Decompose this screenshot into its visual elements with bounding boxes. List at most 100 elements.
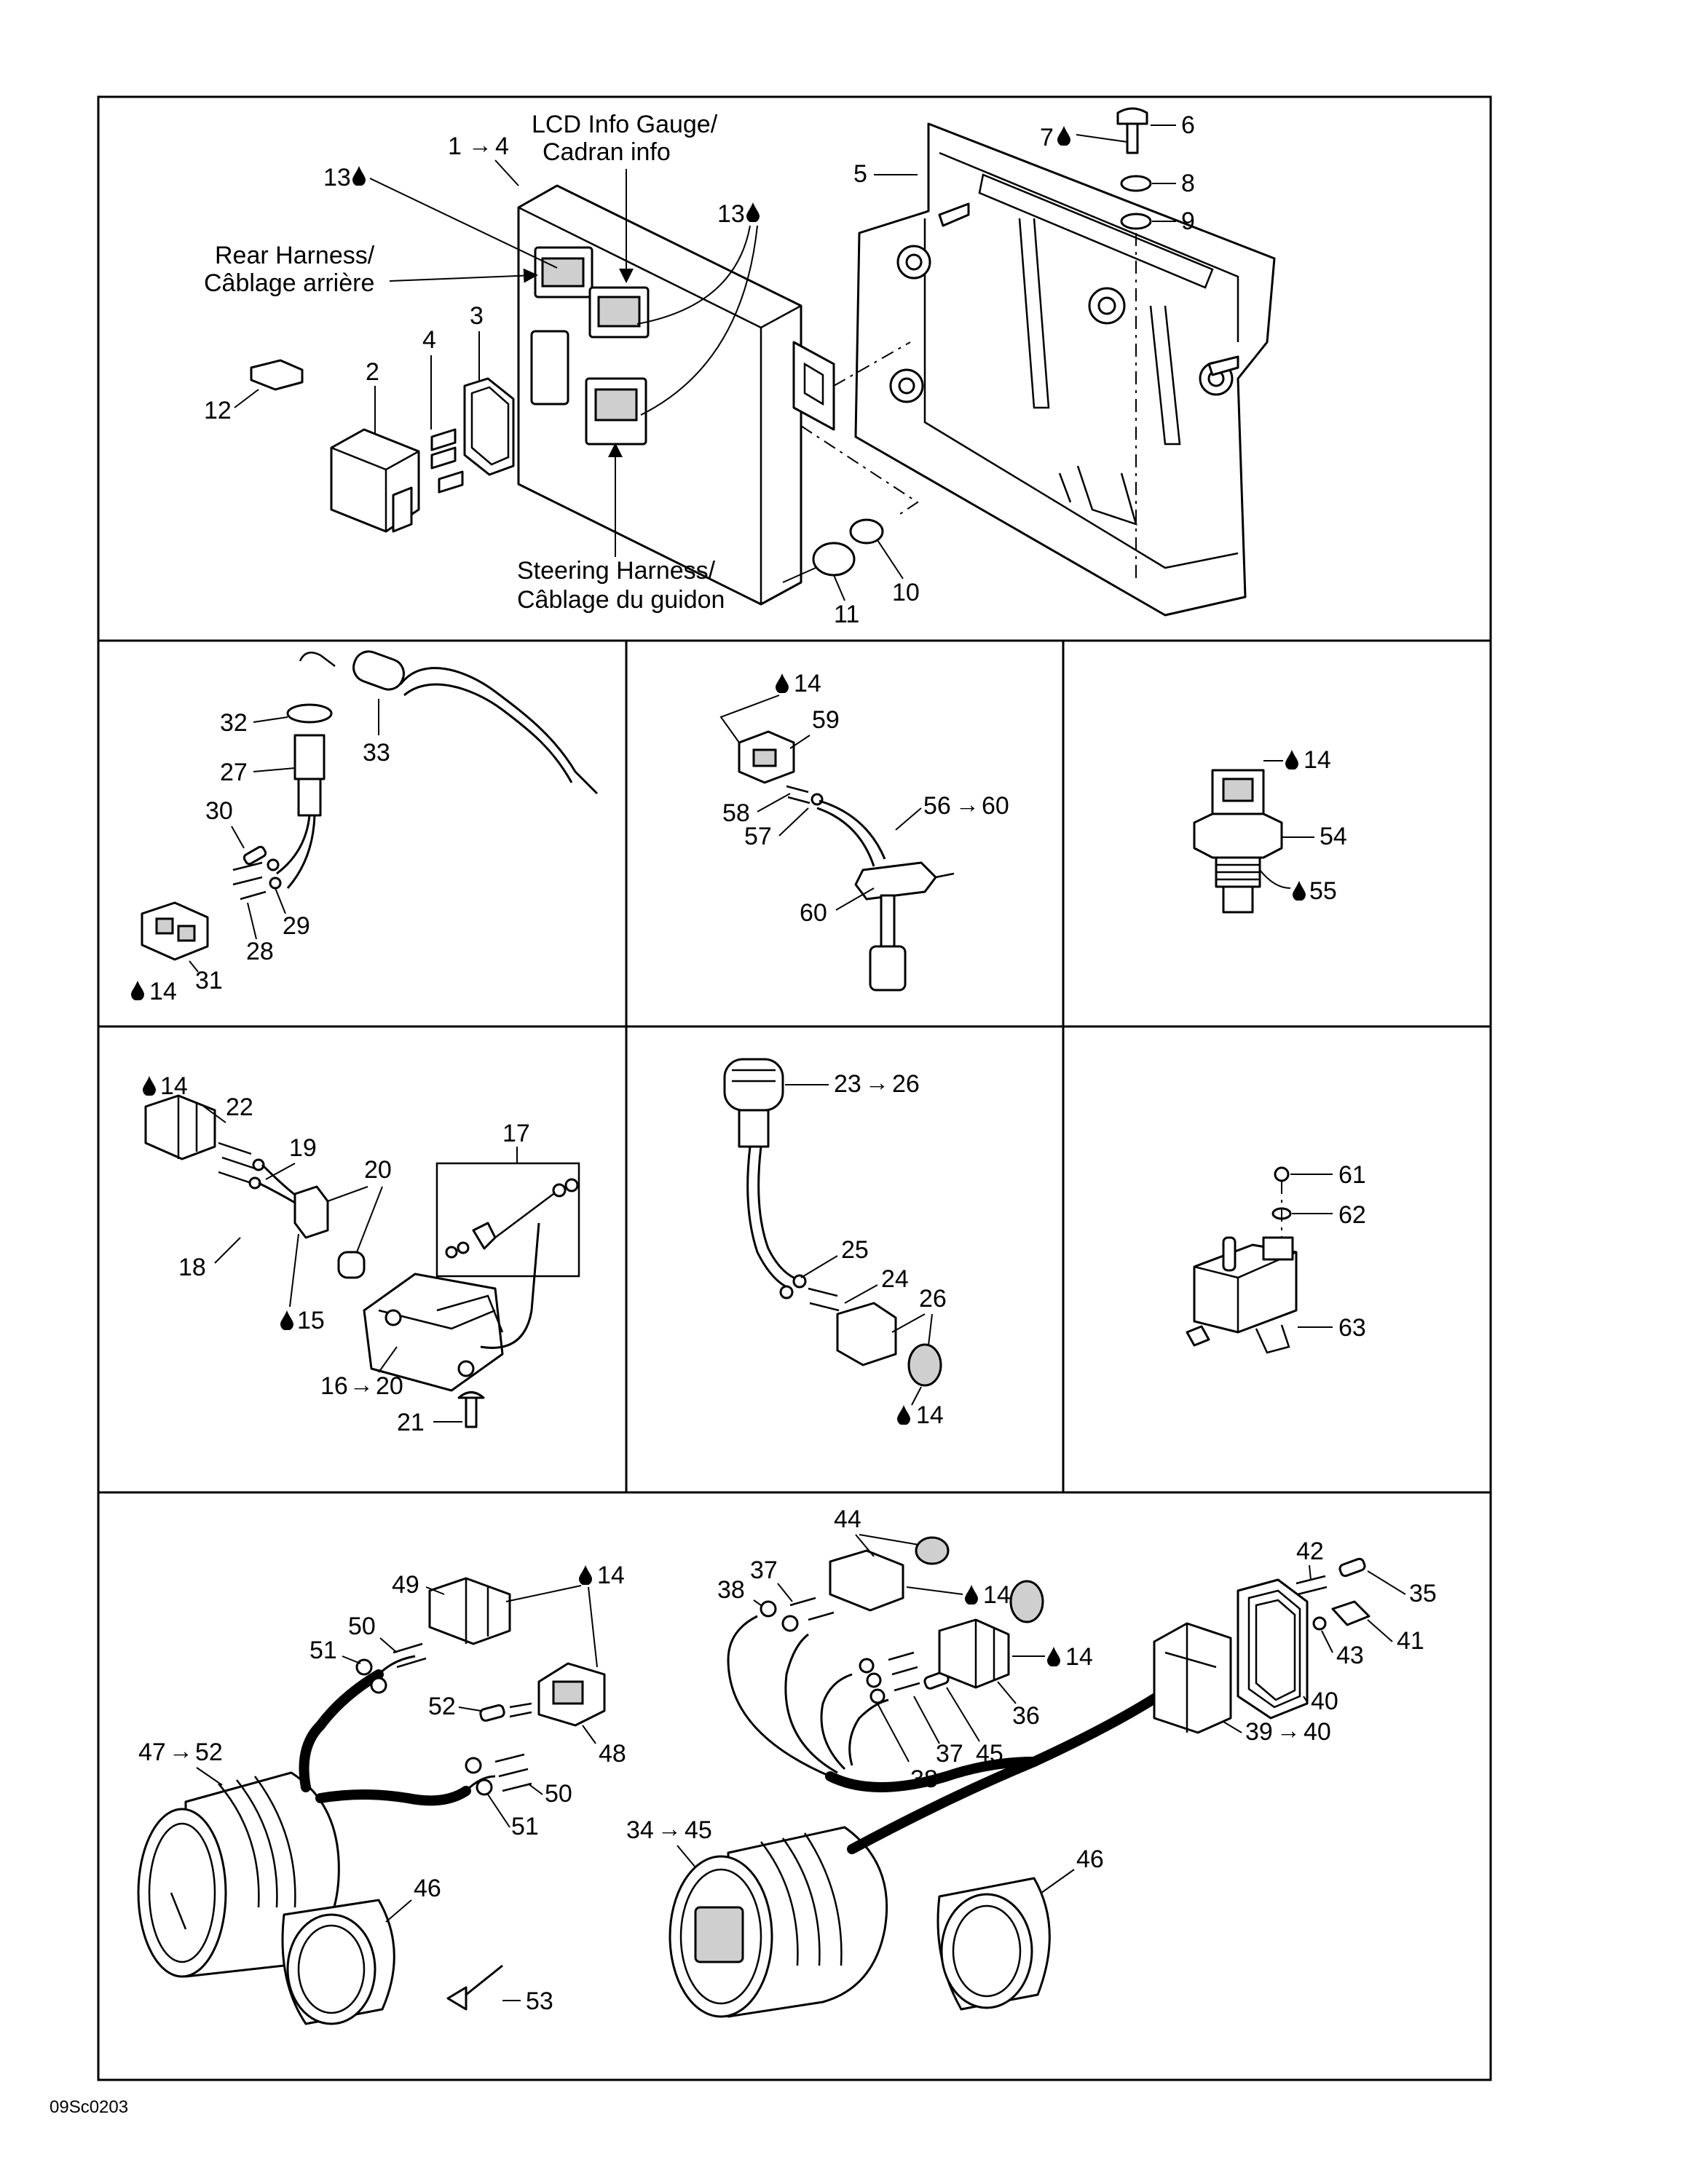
callout-label: 24 — [881, 1265, 909, 1293]
callout-label: 1 — [448, 132, 462, 160]
connector-part-36 — [938, 1618, 1010, 1689]
callout-label: 58 — [722, 799, 750, 827]
callout-label: 46 — [1076, 1845, 1104, 1873]
mounting-bracket — [854, 122, 1276, 617]
callout-label: 33 — [363, 739, 390, 767]
callout-label: 45 — [976, 1740, 1003, 1768]
callout-label: 40 — [1311, 1688, 1338, 1715]
switch-body-part-27 — [293, 734, 326, 780]
lanyard-cap-part-33 — [352, 650, 405, 691]
range-arrow-icon: → — [350, 1371, 374, 1398]
callout-label: 59 — [812, 706, 840, 734]
range-arrow-icon: → — [468, 131, 492, 158]
callout-label: 31 — [195, 967, 223, 994]
sensor-body-part-54 — [1193, 812, 1283, 859]
panel-solenoid-valve: 61 62 63 — [1186, 1161, 1366, 1354]
callout-label: 13 — [717, 200, 745, 228]
cap-part-20 — [337, 1251, 366, 1279]
range-arrow-icon: → — [169, 1737, 193, 1764]
callout-label: 14 — [1304, 746, 1331, 774]
callout-label: 60 — [982, 792, 1009, 820]
fluid-drop-icon — [965, 1585, 978, 1605]
panel-module-bracket: 1 → 4 LCD Info Gauge/ Cadran info 13 13 … — [204, 107, 1276, 628]
callout-label: 45 — [685, 1816, 712, 1844]
callout-label: 39 — [1245, 1718, 1273, 1746]
callout-range-34-45: 34 → 45 — [626, 1815, 712, 1868]
callout-14: 14 — [143, 1072, 188, 1100]
panel-frames — [97, 95, 1492, 2081]
callout-label: 51 — [309, 1637, 337, 1664]
callout-7: 7 — [1040, 124, 1128, 151]
relay-part-2 — [330, 428, 420, 533]
callout-label: 55 — [1309, 877, 1337, 905]
callout-label: 37 — [750, 1556, 778, 1584]
callout-label: 8 — [1181, 170, 1195, 197]
steering-harness-label-line1: Steering Harness/ — [517, 557, 716, 585]
callout-label: 63 — [1338, 1314, 1366, 1342]
callout-label: 49 — [392, 1571, 419, 1599]
callout-label: 56 — [923, 792, 951, 820]
callout-label: 30 — [205, 797, 233, 825]
valve-body-part-63 — [1193, 1243, 1298, 1334]
housing-part-31 — [141, 901, 209, 961]
callout-14: 14 — [897, 1386, 944, 1429]
fluid-drop-icon — [1047, 1647, 1060, 1666]
callout-range-39-40: 39 → 40 — [1223, 1717, 1331, 1746]
callout-14: 14 — [1263, 746, 1331, 774]
figure-code: 09Sc0203 — [50, 2097, 128, 2117]
callout-label: 4 — [495, 132, 509, 160]
fluid-drop-icon — [352, 166, 366, 186]
range-arrow-icon: → — [658, 1815, 682, 1842]
callout-label: 57 — [744, 823, 772, 850]
seal-part-43 — [1312, 1616, 1327, 1631]
callout-label: 11 — [834, 601, 859, 628]
callout-label: 27 — [220, 759, 248, 786]
callout-label: 4 — [422, 326, 436, 354]
fuses-part-4 — [430, 428, 464, 494]
callout-15: 15 — [280, 1233, 325, 1334]
callout-label: 50 — [348, 1613, 376, 1640]
fluid-drop-icon — [1057, 126, 1070, 146]
fluid-drop-icon — [776, 673, 789, 693]
callout-label: 25 — [841, 1236, 869, 1264]
washer-part-8 — [1120, 175, 1152, 192]
callout-label: 52 — [195, 1738, 223, 1766]
callout-14: 14 — [719, 670, 821, 743]
callout-range-47-52: 47 → 52 — [138, 1737, 223, 1786]
digital-gauge-part-34 — [669, 1826, 888, 2018]
washer-part-10 — [849, 518, 884, 545]
callout-label: 62 — [1338, 1201, 1366, 1229]
callout-label: 42 — [1296, 1538, 1324, 1565]
callout-label: 12 — [204, 397, 232, 424]
o-ring-part-32 — [286, 703, 333, 724]
fluid-drop-icon — [579, 1565, 592, 1585]
callout-label: 14 — [983, 1581, 1011, 1609]
callout-label: 60 — [800, 899, 827, 927]
callout-label: 29 — [283, 912, 310, 940]
connector-part-24 — [836, 1302, 897, 1366]
fluid-drop-icon — [746, 202, 760, 222]
callout-range-23-26: 23 → 26 — [785, 1069, 920, 1098]
nut-part-61 — [1274, 1166, 1290, 1182]
callout-label: 48 — [599, 1740, 626, 1768]
callout-14: 14 — [131, 978, 177, 1005]
range-arrow-icon: → — [865, 1069, 889, 1096]
callout-14: 14 — [505, 1562, 625, 1668]
panel-lanyard-switch: 32 33 27 30 29 28 31 14 — [131, 650, 599, 1005]
callout-label: 23 — [834, 1070, 861, 1098]
callout-55: 55 — [1259, 869, 1337, 905]
sensor-head-part-23 — [723, 1058, 784, 1112]
electronic-module — [517, 184, 835, 606]
range-arrow-icon: → — [1277, 1717, 1301, 1744]
cable-tie-part-53 — [446, 1964, 503, 2011]
callout-label: 10 — [892, 579, 920, 606]
callout-range-1-4: 1 → 4 — [448, 131, 519, 186]
rear-harness-label-line2: Câblage arrière — [204, 269, 374, 297]
fluid-drop-icon — [280, 1310, 293, 1330]
sensor-head-part-60 — [854, 861, 937, 901]
callout-label: 32 — [220, 709, 248, 737]
nut-part-11 — [812, 542, 856, 577]
callout-label: 26 — [919, 1285, 947, 1313]
callout-label: 18 — [178, 1254, 206, 1281]
